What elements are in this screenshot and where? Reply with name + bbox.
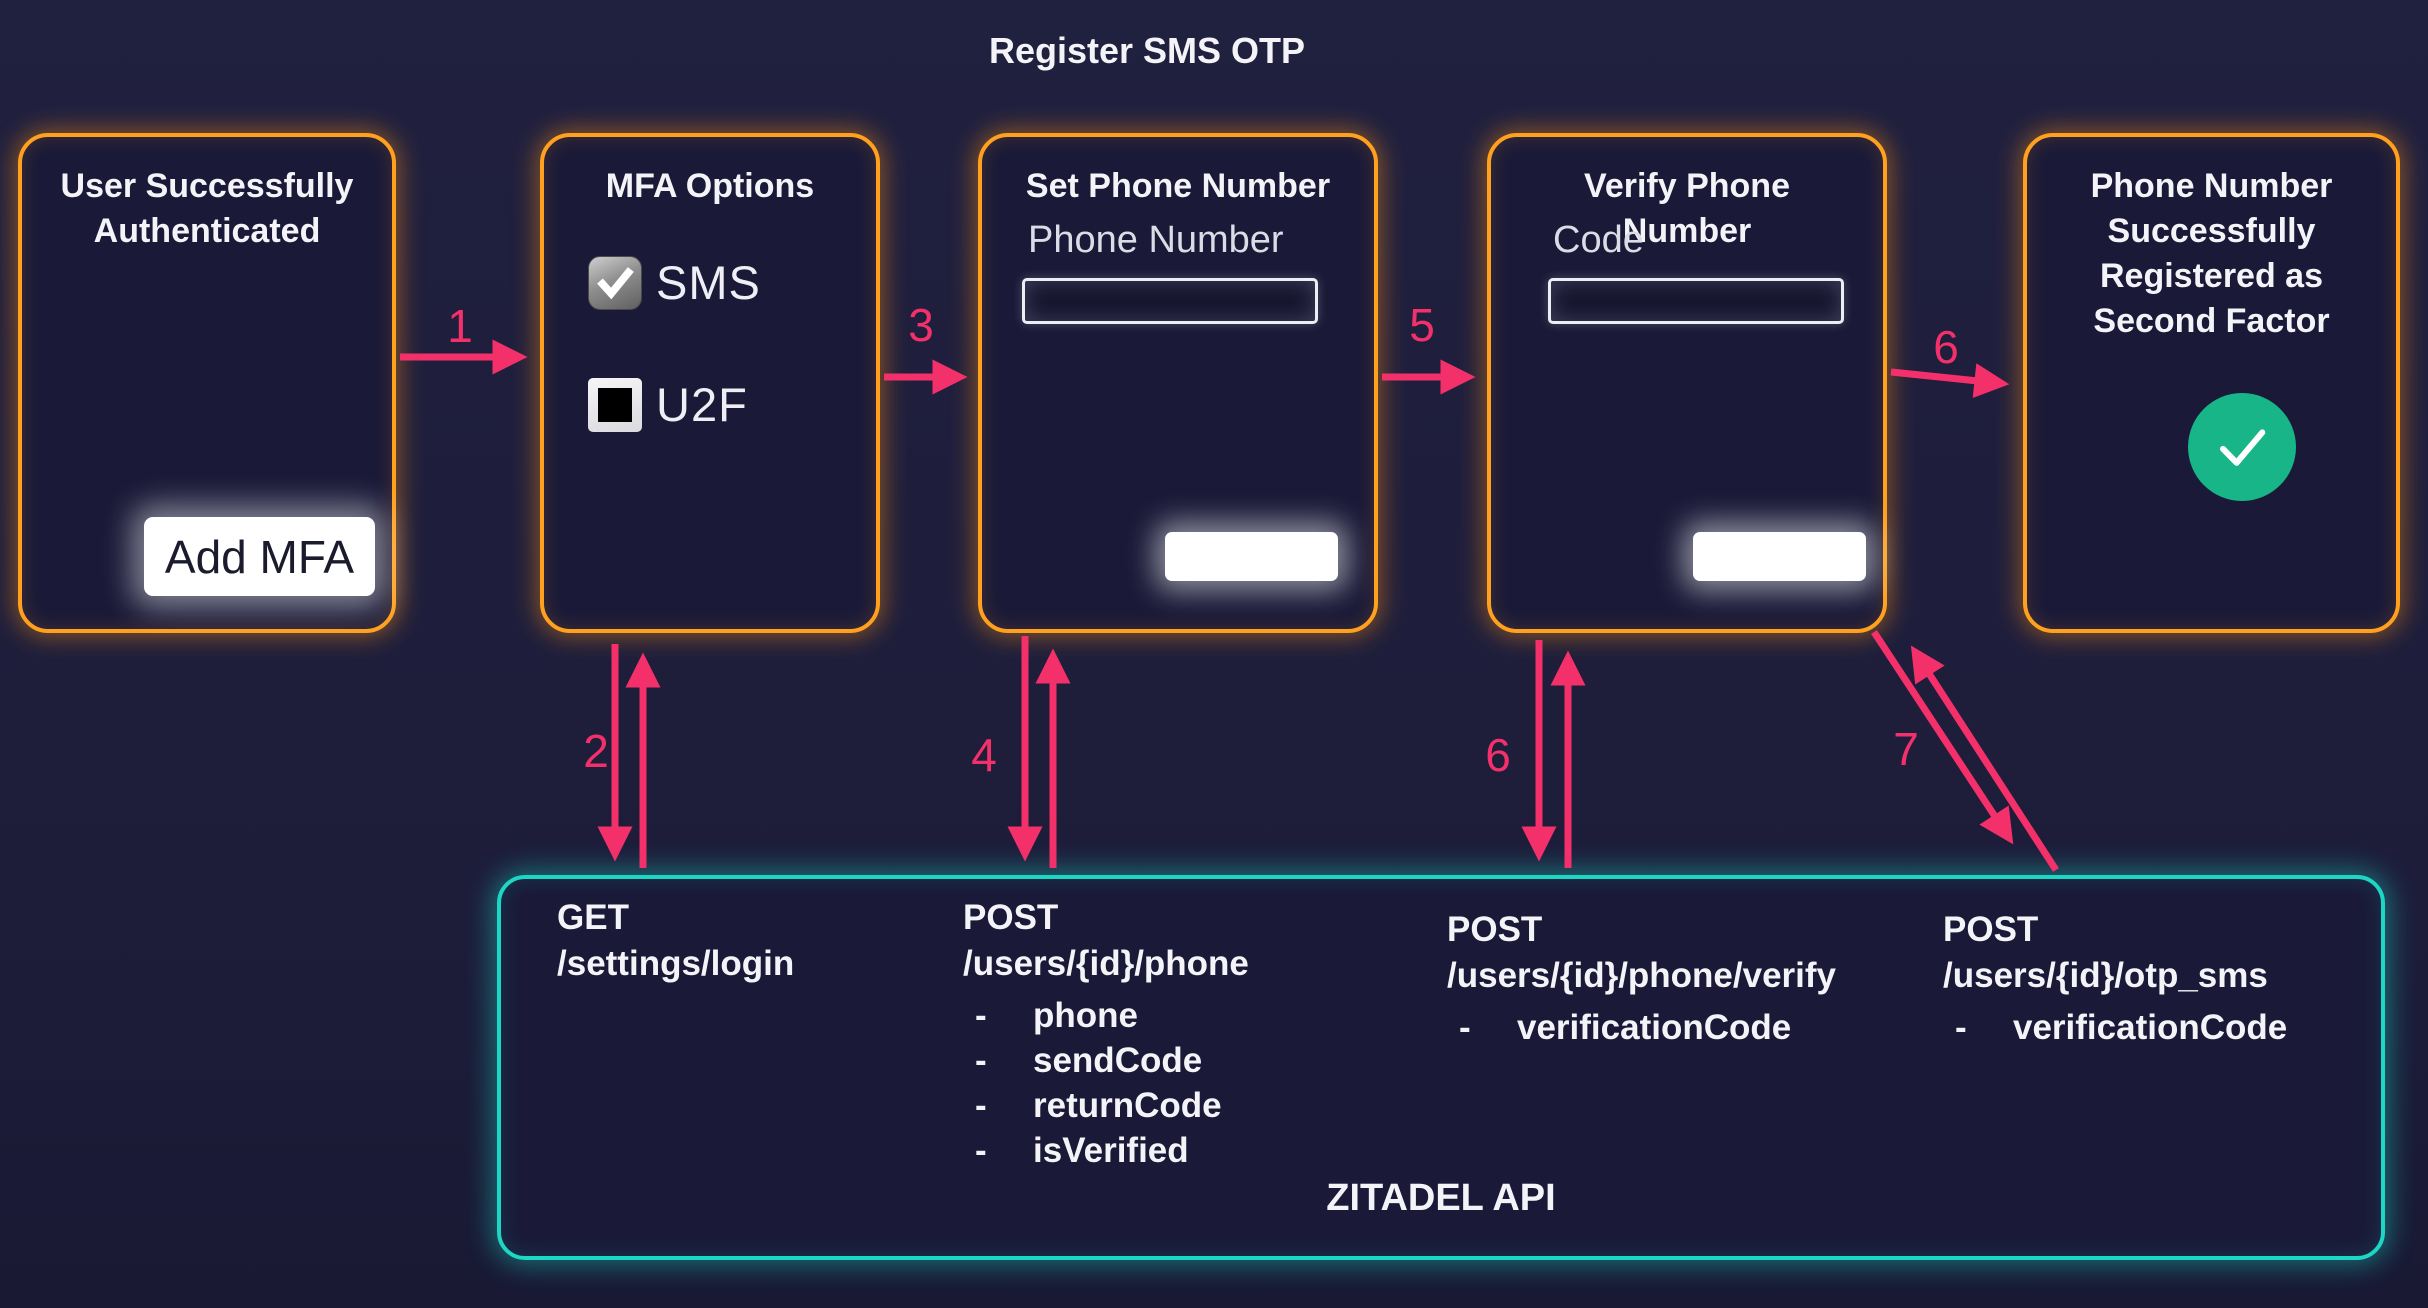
endpoint-get-settings-login: GET /settings/login: [557, 895, 794, 987]
phone-number-input[interactable]: [1022, 278, 1318, 324]
endpoint-path: /users/{id}/phone/verify: [1447, 956, 1837, 995]
phone-number-field-label: Phone Number: [1028, 219, 1284, 261]
endpoint-param-label: isVerified: [1033, 1131, 1189, 1170]
verify-code-submit-button[interactable]: [1693, 532, 1866, 581]
u2f-checkbox-unchecked-icon[interactable]: [588, 377, 642, 432]
endpoint-path: /users/{id}/phone: [963, 944, 1249, 983]
endpoint-param-label: phone: [1033, 996, 1138, 1035]
bullet-dash: -: [975, 996, 987, 1035]
step-label-6-vertical: 6: [1485, 729, 1511, 781]
endpoint-params: - verificationCode: [1943, 1005, 2287, 1050]
mfa-option-label: SMS: [656, 256, 761, 309]
endpoint-post-otp-sms: POST /users/{id}/otp_sms - verificationCo…: [1943, 907, 2287, 1050]
endpoint-param: - phone: [963, 993, 1249, 1038]
endpoint-param: - sendCode: [963, 1038, 1249, 1083]
diagram-title: Register SMS OTP: [988, 30, 1306, 71]
box-title: Set Phone Number: [1025, 167, 1331, 205]
endpoint-param: - isVerified: [963, 1128, 1249, 1173]
mfa-option-sms: SMS: [588, 255, 761, 310]
endpoint-path: /settings/login: [557, 944, 795, 983]
endpoint-param: - verificationCode: [1943, 1005, 2287, 1050]
code-input[interactable]: [1548, 278, 1844, 324]
endpoint-param-label: sendCode: [1033, 1041, 1203, 1080]
endpoint-param-label: verificationCode: [2013, 1008, 2288, 1047]
box-user-authenticated: User Successfully Authenticated Add MFA: [18, 133, 396, 633]
box-phone-registered: Phone Number Successfully Registered as …: [2023, 133, 2400, 633]
step-label-6-horizontal: 6: [1933, 321, 1959, 373]
endpoint-method: POST: [1943, 910, 2039, 949]
step-label-2: 2: [583, 725, 609, 777]
bullet-dash: -: [1459, 1008, 1471, 1047]
box-title: MFA Options: [605, 167, 815, 205]
step-label-5: 5: [1409, 299, 1435, 351]
bullet-dash: -: [975, 1041, 987, 1080]
endpoint-params: - verificationCode: [1447, 1005, 1836, 1050]
bullet-dash: -: [1955, 1008, 1967, 1047]
box-title: User Successfully Authenticated: [60, 167, 354, 250]
box-mfa-options: MFA Options SMS U2F: [540, 133, 880, 633]
endpoint-params: - phone - sendCode - returnCode - isVerified: [963, 993, 1249, 1173]
box-set-phone-number: Set Phone Number Phone Number: [978, 133, 1378, 633]
checkbox-inner-square: [598, 387, 632, 422]
mfa-option-label: U2F: [656, 378, 748, 431]
checkmark-icon: [2219, 429, 2266, 466]
step-label-4: 4: [971, 729, 997, 781]
bullet-dash: -: [975, 1086, 987, 1125]
bullet-dash: -: [975, 1131, 987, 1170]
endpoint-param-label: returnCode: [1033, 1086, 1222, 1125]
step-label-3: 3: [908, 299, 934, 351]
code-field-label: Code: [1553, 219, 1644, 261]
success-check-icon: [2188, 393, 2296, 501]
endpoint-param-label: verificationCode: [1517, 1008, 1792, 1047]
box-verify-phone-number: Verify Phone Number Code: [1487, 133, 1887, 633]
endpoint-method: POST: [1447, 910, 1543, 949]
endpoint-param: - returnCode: [963, 1083, 1249, 1128]
box-title: Verify Phone Number: [1584, 167, 1790, 250]
step-label-7: 7: [1893, 723, 1919, 775]
step-label-1: 1: [447, 300, 473, 352]
endpoint-param: - verificationCode: [1447, 1005, 1836, 1050]
box-title: Phone Number Successfully Registered as …: [2090, 167, 2333, 340]
zitadel-api-label: ZITADEL API: [1326, 1177, 1556, 1219]
arrow-step-7-response: [1910, 645, 2059, 872]
endpoint-post-phone: POST /users/{id}/phone - phone - sendCode …: [963, 895, 1249, 1173]
zitadel-api-box: GET /settings/login POST /users/{id}/pho…: [497, 875, 2385, 1260]
mfa-option-u2f: U2F: [588, 377, 748, 432]
endpoint-post-phone-verify: POST /users/{id}/phone/verify - verificat…: [1447, 907, 1836, 1050]
endpoint-path: /users/{id}/otp_sms: [1943, 956, 2268, 995]
sms-checkbox-checked-icon[interactable]: [588, 255, 642, 310]
endpoint-method: POST: [963, 898, 1059, 937]
set-phone-submit-button[interactable]: [1165, 532, 1338, 581]
endpoint-method: GET: [557, 898, 629, 937]
add-mfa-button[interactable]: Add MFA: [144, 517, 375, 596]
checkmark-icon: [597, 266, 634, 299]
